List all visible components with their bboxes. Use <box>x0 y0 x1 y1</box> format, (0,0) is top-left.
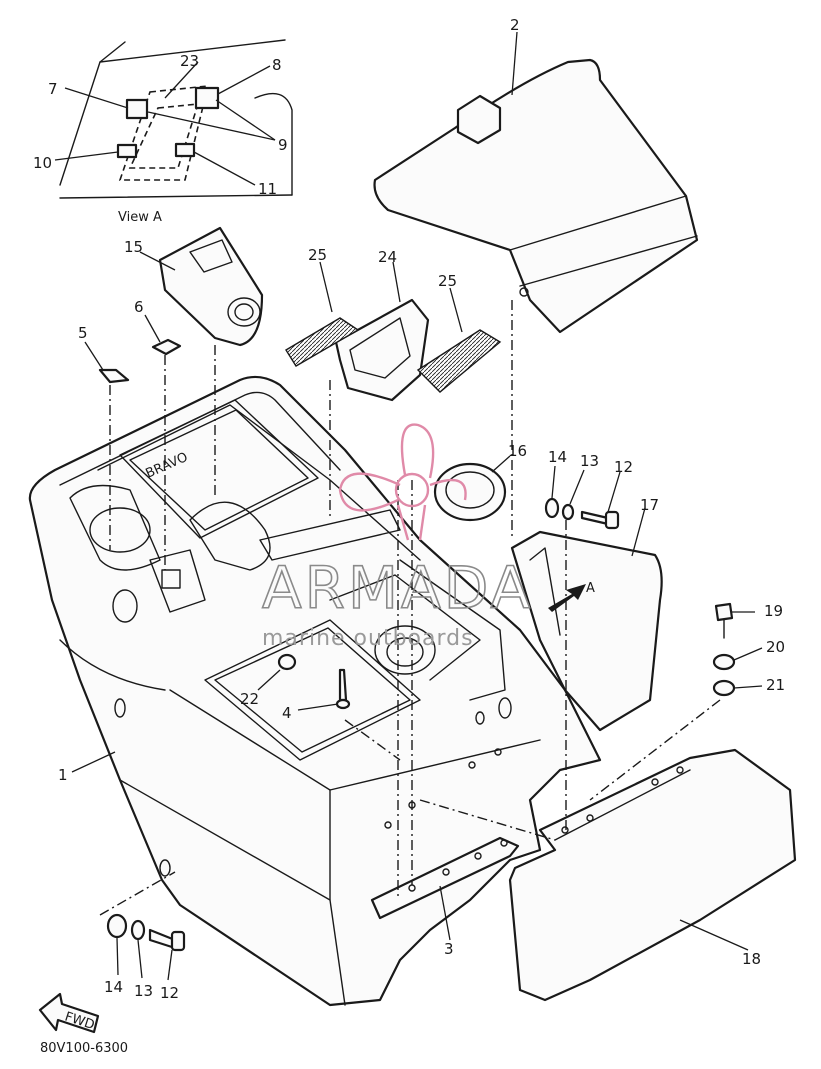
callout-18: 18 <box>742 950 761 968</box>
view-arrow-a: A <box>548 581 595 612</box>
bolt-19 <box>714 602 734 622</box>
callout-22: 22 <box>240 690 259 708</box>
callout-19: 19 <box>764 602 783 620</box>
callout-6: 6 <box>134 298 144 316</box>
cover-15 <box>158 226 264 347</box>
callout-8: 8 <box>272 56 282 74</box>
callout-2: 2 <box>510 16 520 34</box>
callout-numbers: 2 23 8 7 9 10 11 15 25 24 25 6 5 16 14 1… <box>33 16 785 1002</box>
callout-14b: 14 <box>104 978 123 996</box>
plug-22 <box>277 653 297 671</box>
callout-7: 7 <box>48 80 58 98</box>
screw-12 <box>580 510 610 526</box>
lid-latch <box>456 94 502 145</box>
callout-12: 12 <box>614 458 633 476</box>
callout-23: 23 <box>180 52 199 70</box>
washer-14 <box>544 497 560 519</box>
view-a-inset: View A <box>59 39 293 225</box>
armada-watermark: ARMADA marine outboards <box>261 423 533 651</box>
washer-13 <box>561 503 575 521</box>
main-console: BRAVO <box>28 375 602 1007</box>
pad-10 <box>116 143 138 159</box>
pad-7 <box>125 98 149 120</box>
callout-25-left: 25 <box>308 246 327 264</box>
callout-24: 24 <box>378 248 397 266</box>
washer-13b <box>130 919 146 941</box>
callout-25-right: 25 <box>438 272 457 290</box>
hardware-right <box>277 497 736 710</box>
washer-14b <box>106 913 128 939</box>
pad-8 <box>194 86 220 110</box>
callout-21: 21 <box>766 676 785 694</box>
drawing-code: 80V100-6300 <box>40 1041 128 1056</box>
callout-1: 1 <box>58 766 68 784</box>
clip-5 <box>98 368 130 384</box>
panel-18 <box>508 748 797 1002</box>
callout-3: 3 <box>444 940 454 958</box>
watermark-tagline: marine outboards <box>262 626 474 651</box>
bracket-3 <box>370 836 520 920</box>
watermark-brand: ARMADA <box>262 554 533 622</box>
side-panel-17 <box>510 530 663 732</box>
tray-24 <box>285 298 502 402</box>
callout-11: 11 <box>258 180 277 198</box>
hardware-left <box>106 913 186 952</box>
callout-12b: 12 <box>160 984 179 1002</box>
callout-17: 17 <box>640 496 659 514</box>
callout-16: 16 <box>508 442 527 460</box>
pad-11 <box>174 142 196 158</box>
callout-15: 15 <box>124 238 143 256</box>
callout-10: 10 <box>33 154 52 172</box>
callout-20: 20 <box>766 638 785 656</box>
callout-14: 14 <box>548 448 567 466</box>
screw-4 <box>338 668 348 702</box>
alignment-lines <box>99 300 721 916</box>
console-lid <box>373 58 699 334</box>
arrow-label: A <box>586 581 595 596</box>
callout-4: 4 <box>282 704 292 722</box>
pad-25-right <box>416 329 502 393</box>
callout-5: 5 <box>78 324 88 342</box>
clip-6 <box>151 338 182 356</box>
washer-21 <box>712 679 736 697</box>
view-a-label: View A <box>118 210 162 225</box>
nut-20 <box>712 653 736 671</box>
armada-logo <box>338 423 467 541</box>
pad-25-left <box>285 317 360 367</box>
callout-13b: 13 <box>134 982 153 1000</box>
leader-lines <box>54 31 763 981</box>
callout-9: 9 <box>278 136 288 154</box>
callout-13: 13 <box>580 452 599 470</box>
fwd-arrow: FWD <box>38 992 100 1033</box>
grommet-16 <box>433 462 507 522</box>
